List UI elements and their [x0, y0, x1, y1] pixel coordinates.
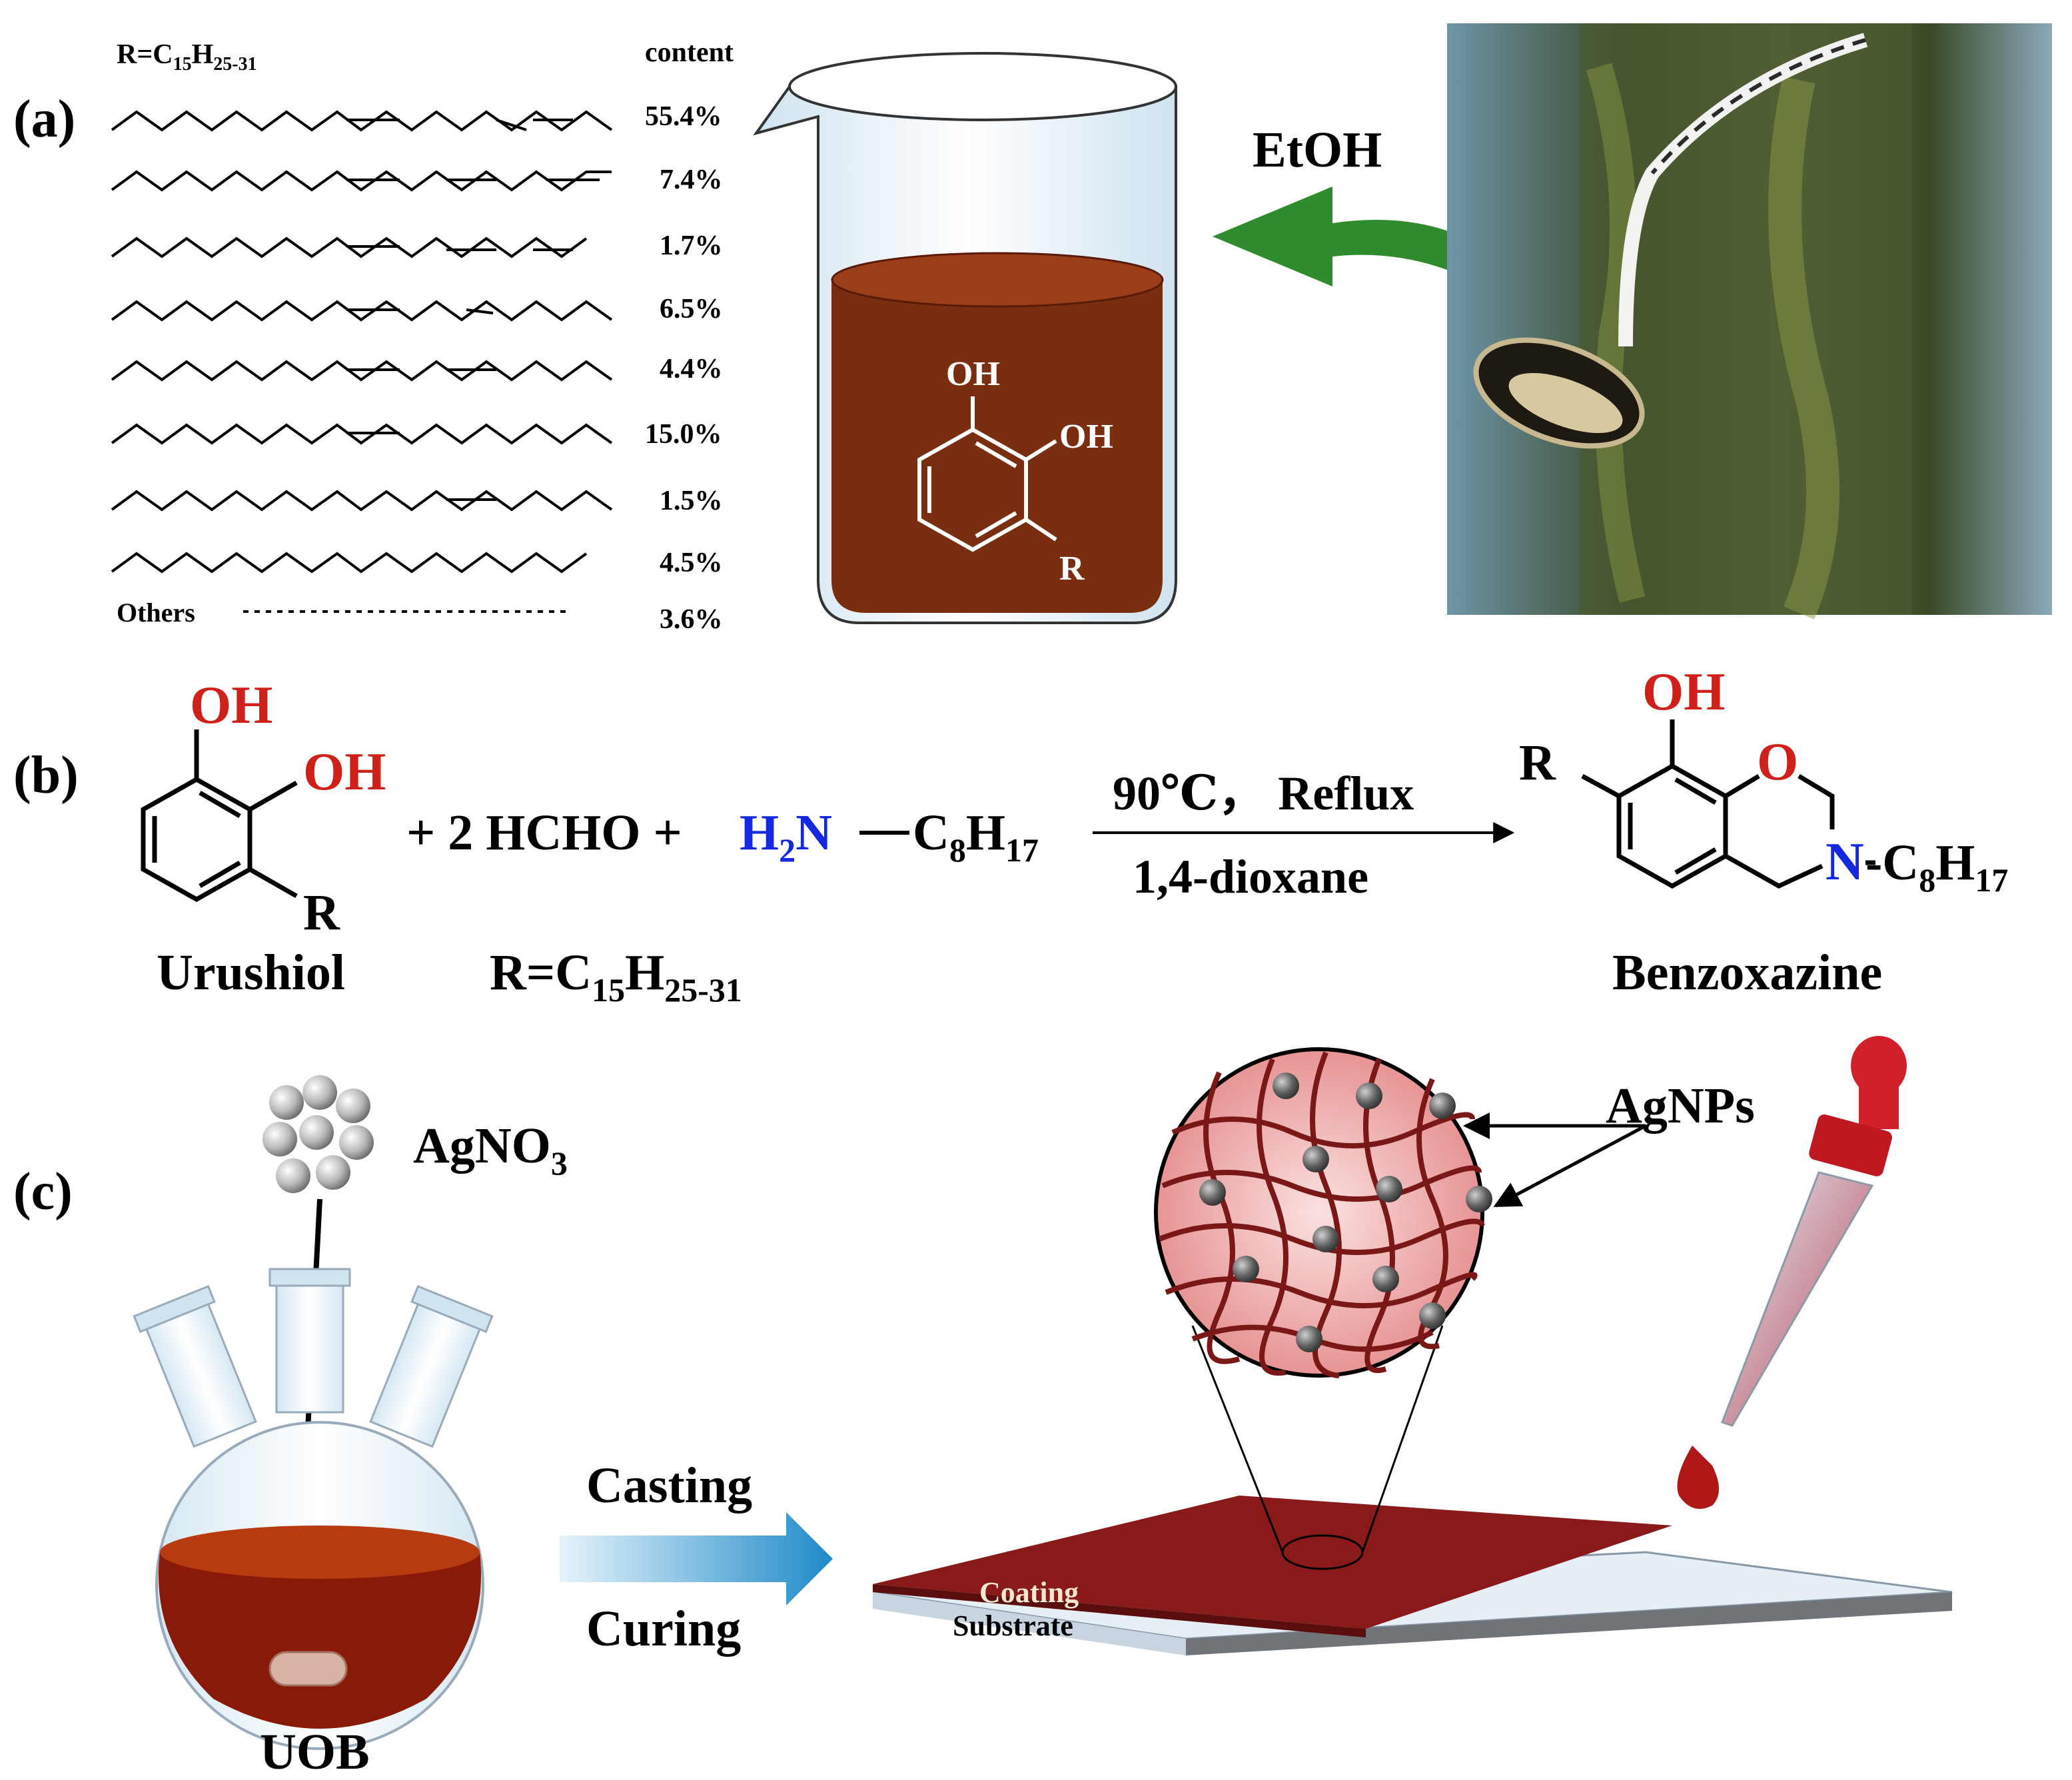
curing-label: Curing [586, 1601, 741, 1657]
percent-2: 7.4% [660, 165, 723, 195]
r-definition: R=C15H25-31 [117, 39, 257, 75]
casting-label: Casting [586, 1458, 752, 1514]
urushiol-name: Urushiol [157, 945, 345, 1001]
blood-drop [1677, 1446, 1719, 1509]
octyl-chain: C8H17 [913, 805, 1039, 869]
beaker-r: R [1059, 550, 1085, 588]
substrate-label: Substrate [953, 1609, 1073, 1642]
others-label: Others [117, 598, 195, 628]
dropper-icon [1677, 1036, 1907, 1509]
benzoxazine-r: R [1519, 735, 1556, 791]
benzoxazine-o: O [1757, 733, 1798, 791]
zoom-line-left [1191, 1325, 1284, 1553]
chain-8 [111, 552, 588, 574]
percent-7: 1.5% [660, 486, 723, 516]
coated-substrate [872, 1496, 1953, 1655]
agnp-network-bubble [1154, 1047, 1492, 1378]
panel-b-label: (b) [13, 746, 79, 805]
beaker-oh-1: OH [946, 355, 1000, 393]
benzoxazine-oh: OH [1642, 663, 1725, 721]
benzoxazine-name: Benzoxazine [1612, 945, 1882, 1001]
percent-1: 55.4% [645, 101, 722, 132]
panel-a: (a) R=C15H25-31 content [13, 23, 2052, 635]
alkyl-chains [111, 110, 613, 574]
panel-b: (b) OH OH R Urushiol + 2 HCHO + H2N C8H1… [13, 663, 2008, 1009]
silver-nanoparticles [1199, 1073, 1492, 1352]
chain-7 [111, 490, 613, 512]
lacquer-tree-photo [1447, 23, 2052, 620]
r-definition-b: R=C15H25-31 [490, 945, 742, 1009]
beaker: OH OH R [753, 52, 1177, 624]
chain-6 [111, 423, 613, 445]
agno3-label: AgNO3 [413, 1118, 568, 1182]
casting-arrow [560, 1512, 833, 1605]
uob-label: UOB [260, 1724, 370, 1780]
agno3-particles [262, 1075, 374, 1193]
zoom-line-right [1361, 1325, 1444, 1553]
coating-label: Coating [979, 1576, 1079, 1609]
panel-c-label: (c) [13, 1162, 73, 1221]
condition-bottom: 1,4-dioxane [1133, 850, 1368, 903]
percent-9: 3.6% [660, 604, 723, 635]
uob-solution [158, 1539, 482, 1729]
percent-5: 4.4% [660, 354, 723, 384]
panel-a-label: (a) [13, 90, 75, 149]
condition-top: 90℃， Reflux [1113, 767, 1414, 820]
chain-5 [111, 360, 613, 382]
beaker-oh-2: OH [1059, 418, 1113, 456]
chain-4 [111, 300, 613, 322]
percent-8: 4.5% [660, 548, 723, 578]
curved-green-arrow [1213, 187, 1519, 300]
agnps-pointer-2 [1493, 1124, 1647, 1208]
three-neck-flask [133, 1268, 494, 1750]
coating-layer [873, 1496, 1672, 1629]
plus-hcho: + 2 HCHO + [406, 805, 682, 861]
urushiol-r: R [303, 885, 340, 941]
benzoxazine-octyl: -C8H17 [1865, 835, 2008, 899]
benzoxazine-n: N [1825, 833, 1864, 891]
resin-liquid [831, 280, 1163, 613]
chain-1 [111, 110, 613, 132]
panel-c: (c) AgNO3 [13, 1036, 1953, 1780]
percent-6: 15.0% [645, 419, 722, 450]
benzoxazine-structure [1581, 719, 1875, 889]
stir-bar [268, 1651, 348, 1687]
percent-3: 1.7% [660, 230, 723, 261]
urushiol-structure [141, 729, 298, 903]
percent-4: 6.5% [660, 294, 723, 324]
urushiol-oh-1: OH [190, 676, 272, 735]
urushiol-oh-2: OH [303, 743, 386, 801]
etoh-label: EtOH [1253, 122, 1382, 178]
content-header: content [645, 37, 734, 68]
percent-list: 55.4% 7.4% 1.7% 6.5% 4.4% 15.0% 1.5% 4.5… [645, 101, 723, 635]
beaker-catechol-structure [917, 396, 1057, 552]
chain-2 [111, 170, 612, 192]
octylamine: H2N [740, 805, 832, 869]
